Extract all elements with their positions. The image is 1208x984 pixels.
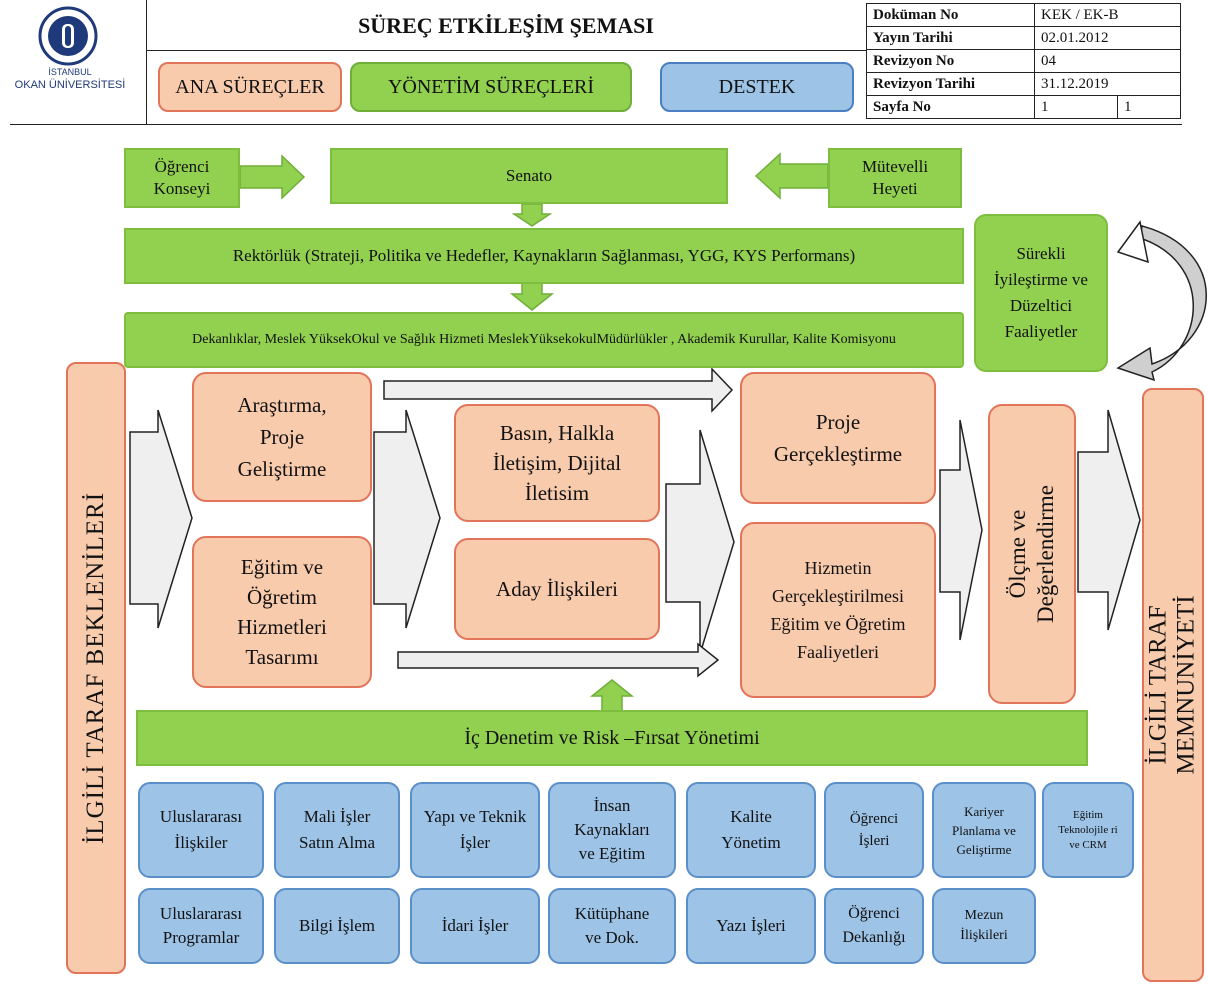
- page-title: SÜREÇ ETKİLEŞİM ŞEMASI: [358, 13, 654, 38]
- arrow-down-rektorluk: [509, 281, 555, 311]
- doc-label: Doküman No: [866, 3, 1035, 27]
- doc-label: Revizyon No: [866, 49, 1035, 73]
- doc-label: Sayfa No: [866, 95, 1035, 119]
- basin-iletisim-box: Basın, Halkla İletişim, Dijital İletisim: [454, 404, 660, 522]
- support-kutuphane: Kütüphane ve Dok.: [548, 888, 676, 964]
- arrow-chevron-1: [129, 409, 193, 629]
- support-egitim-teknolojileri: Eğitim Teknolojile ri ve CRM: [1042, 782, 1134, 878]
- arrow-chevron-5: [1077, 409, 1141, 631]
- memnuniyeti-line-1: İLGİLİ TARAF: [1145, 605, 1173, 765]
- arrow-down-senato: [511, 203, 553, 227]
- proje-gerceklestirme-box: Proje Gerçekleştirme: [740, 372, 936, 504]
- doc-label: Revizyon Tarihi: [866, 72, 1035, 96]
- dekanliklar-box: Dekanlıklar, Meslek YüksekOkul ve Sağlık…: [124, 312, 964, 368]
- logo-name: OKAN ÜNİVERSİTESİ: [14, 79, 126, 91]
- header-frame: [146, 0, 866, 124]
- arrow-bottom-to-hizmet: [397, 642, 720, 678]
- support-yapi-teknik: Yapı ve Teknik İşler: [410, 782, 540, 878]
- doc-value: 02.01.2012: [1034, 26, 1181, 50]
- ilgili-taraf-memnuniyeti-label: İLGİLİ TARAF MEMNUNİYETİ: [1145, 595, 1201, 774]
- olcme-degerlendirme-box: Ölçme ve Değerlendirme: [988, 404, 1076, 704]
- doc-value: 1: [1034, 95, 1118, 119]
- support-yazi-isleri: Yazı İşleri: [686, 888, 816, 964]
- support-kalite-yonetim: Kalite Yönetim: [686, 782, 816, 878]
- university-logo: İSTANBUL OKAN ÜNİVERSİTESİ: [10, 4, 130, 104]
- memnuniyeti-line-2: MEMNUNİYETİ: [1173, 595, 1201, 775]
- header-title-line: [146, 50, 866, 51]
- arrow-up-ic-denetim: [589, 679, 635, 713]
- arrow-chevron-4: [939, 419, 983, 641]
- aday-iliskileri-box: Aday İlişkileri: [454, 538, 660, 640]
- arrow-top-to-proje: [383, 367, 734, 413]
- ilgili-taraf-beklentileri-bar: İLGİLİ TARAF BEKLENİLERİ: [66, 362, 126, 974]
- arrow-curved-improvement: [1116, 225, 1207, 382]
- ic-denetim-box: İç Denetim ve Risk –Fırsat Yönetimi: [136, 710, 1088, 766]
- surekli-iyilestirme-box: Sürekli İyileştirme ve Düzeltici Faaliye…: [974, 214, 1108, 372]
- support-idari-isler: İdari İşler: [410, 888, 540, 964]
- header-bottom-line: [10, 124, 1182, 125]
- olcme-degerlendirme-label: Ölçme ve Değerlendirme: [1005, 485, 1058, 623]
- doc-value-2: 1: [1117, 95, 1181, 119]
- arastirma-box: Araştırma, Proje Geliştirme: [192, 372, 372, 502]
- legend-destek: DESTEK: [660, 62, 854, 112]
- doc-value: 04: [1034, 49, 1181, 73]
- support-mezun-iliskileri: Mezun İlişkileri: [932, 888, 1036, 964]
- ogrenci-konseyi-box: Öğrenci Konseyi: [124, 148, 240, 208]
- support-uluslararasi-programlar: Uluslararası Programlar: [138, 888, 264, 964]
- arrow-right-konsey: [239, 154, 306, 200]
- arrow-chevron-3: [665, 429, 735, 655]
- logo-city: İSTANBUL: [48, 67, 92, 77]
- arrow-left-mutevelli: [754, 152, 829, 200]
- rektorluk-box: Rektörlük (Strateji, Politika ve Hedefle…: [124, 228, 964, 284]
- support-ogrenci-dekanligi: Öğrenci Dekanlığı: [824, 888, 924, 964]
- support-kariyer-planlama: Kariyer Planlama ve Geliştirme: [932, 782, 1036, 878]
- support-bilgi-islem: Bilgi İşlem: [274, 888, 400, 964]
- seal-icon: [38, 6, 98, 66]
- legend-ana-surecler: ANA SÜREÇLER: [158, 62, 342, 112]
- ilgili-taraf-beklentileri-label: İLGİLİ TARAF BEKLENİLERİ: [82, 491, 110, 845]
- hizmet-gerceklestirme-box: Hizmetin Gerçekleştirilmesi Eğitim ve Öğ…: [740, 522, 936, 698]
- mutevelli-heyeti-box: Mütevelli Heyeti: [828, 148, 962, 208]
- support-insan-kaynaklari: İnsan Kaynakları ve Eğitim: [548, 782, 676, 878]
- doc-value: 31.12.2019: [1034, 72, 1181, 96]
- legend-yonetim-surecleri: YÖNETİM SÜREÇLERİ: [350, 62, 632, 112]
- support-ogrenci-isleri: Öğrenci İşleri: [824, 782, 924, 878]
- ilgili-taraf-memnuniyeti-bar: İLGİLİ TARAF MEMNUNİYETİ: [1142, 388, 1204, 982]
- egitim-tasarimi-box: Eğitim ve Öğretim Hizmetleri Tasarımı: [192, 536, 372, 688]
- senato-box: Senato: [330, 148, 728, 204]
- support-mali-isler: Mali İşler Satın Alma: [274, 782, 400, 878]
- support-uluslararasi-iliskiler: Uluslararası İlişkiler: [138, 782, 264, 878]
- arrow-chevron-2: [373, 409, 441, 629]
- arrow-curved-head: [1116, 220, 1149, 264]
